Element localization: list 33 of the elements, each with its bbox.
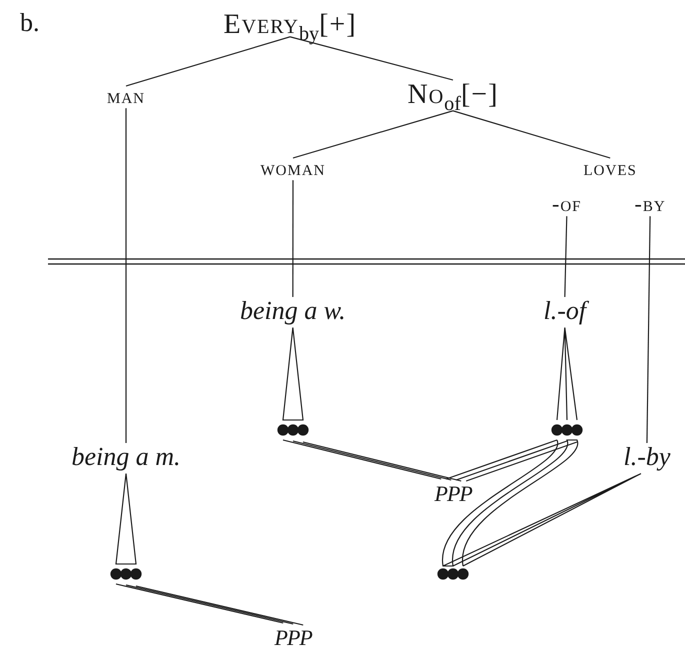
result-label: PPP — [274, 626, 312, 650]
triangle-branch — [115, 473, 137, 565]
result-label: PPP — [434, 482, 472, 506]
tree-branch — [564, 216, 568, 298]
meaning-label: being a m. — [72, 443, 181, 472]
word-label: woman — [260, 156, 326, 180]
dot-cluster — [110, 568, 142, 580]
tree-branch — [646, 216, 651, 443]
triple-line — [446, 439, 578, 482]
word-label: -by — [634, 192, 666, 216]
dot-cluster — [551, 424, 583, 436]
fan-branch — [556, 327, 578, 421]
dot-cluster — [437, 568, 469, 580]
meaning-label: l.-of — [544, 297, 586, 326]
triple-line — [115, 583, 304, 626]
word-label: man — [107, 84, 146, 108]
curved-triple-line — [442, 439, 578, 567]
triangle-branch — [282, 327, 304, 421]
tree-branch — [292, 180, 294, 297]
dot-cluster — [277, 424, 309, 436]
converging-lines — [442, 473, 642, 567]
meaning-label: l.-by — [624, 443, 670, 472]
meaning-label: being a w. — [240, 297, 346, 326]
word-label: loves — [584, 156, 637, 180]
word-label: -of — [552, 192, 582, 216]
tree-branch — [126, 36, 290, 87]
tree-branch — [292, 110, 454, 159]
triple-line — [282, 439, 462, 482]
tree-branch — [452, 110, 610, 159]
tree-branch — [290, 36, 454, 81]
tree-branch — [125, 108, 127, 443]
panel-label: b. — [20, 8, 40, 38]
quantifier-label: No$_{of}$[−] — [408, 80, 498, 111]
